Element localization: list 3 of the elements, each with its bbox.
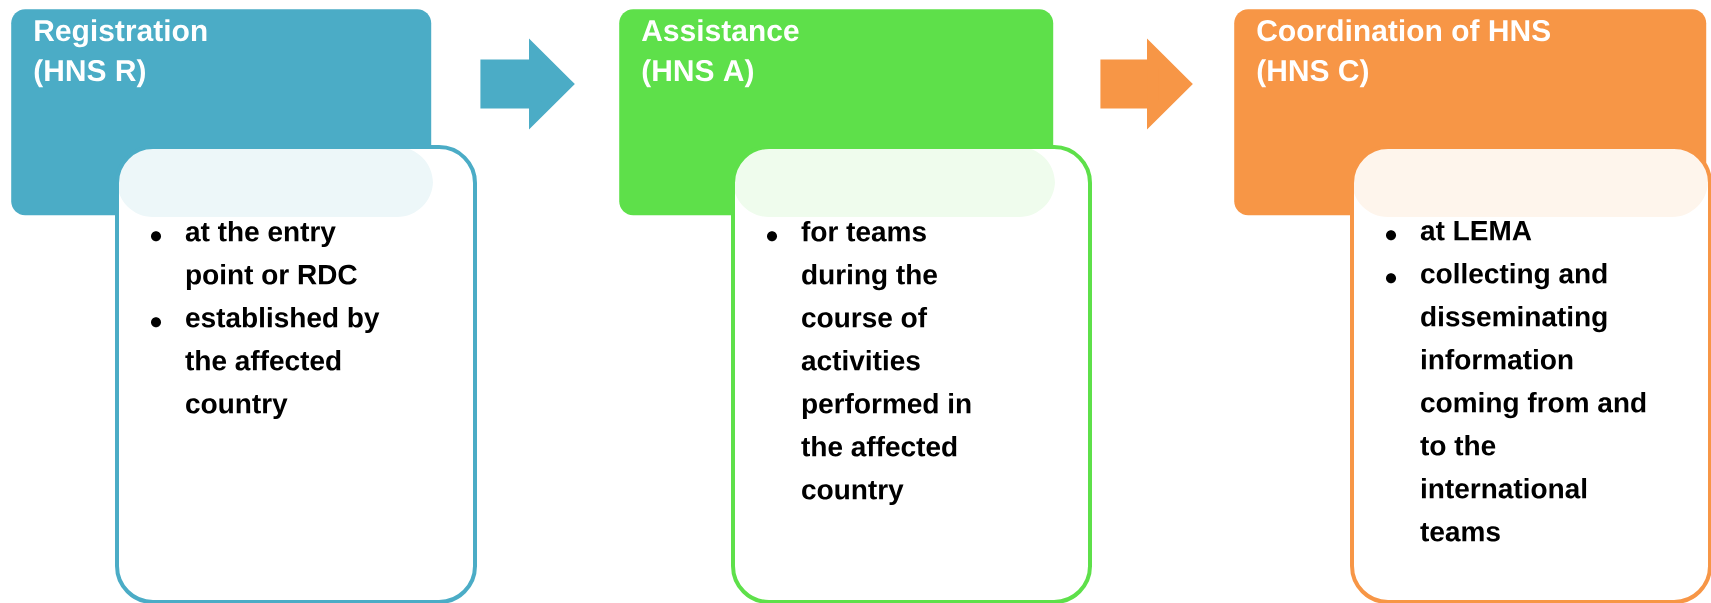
text-box: at LEMA collecting and disseminating information coming from and to the international teams <box>1350 145 1711 603</box>
text-box: for teams during the course of activities performed in the affected country <box>731 145 1092 603</box>
text-box: at the entry point or RDC established by the affected country <box>115 145 477 603</box>
